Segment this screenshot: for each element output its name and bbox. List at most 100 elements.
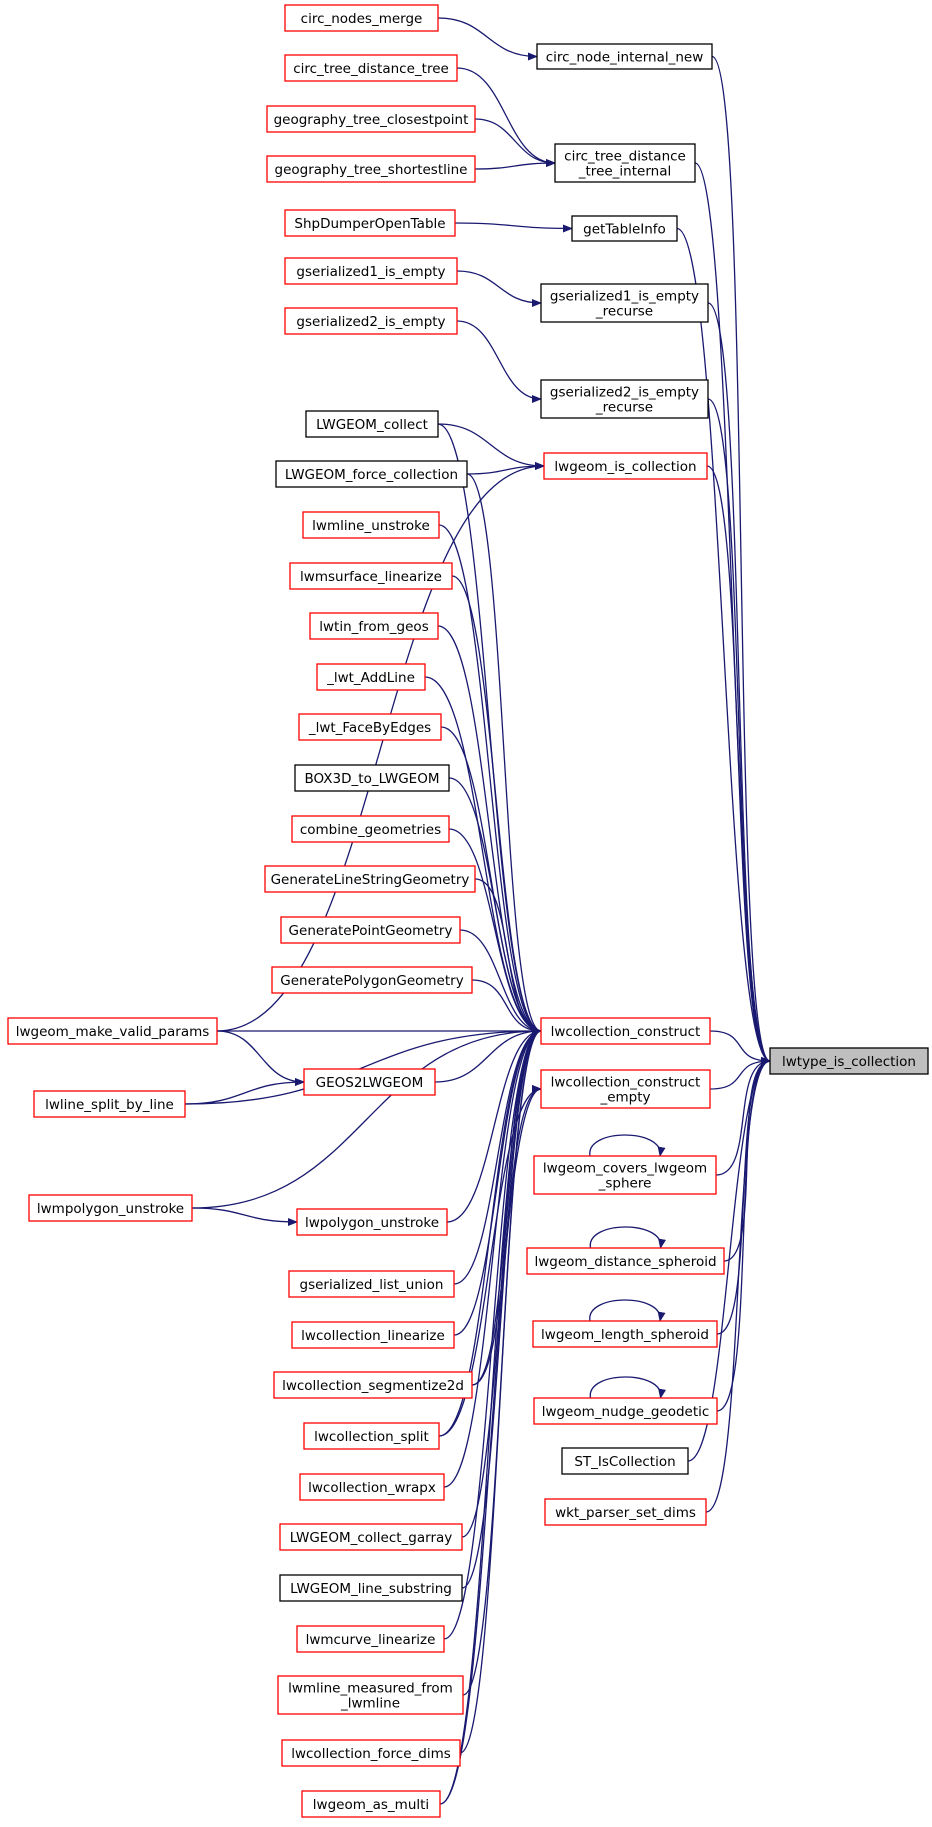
node-circ-nodes-merge[interactable]: circ_nodes_merge: [284, 4, 439, 32]
node-label: lwcollection_linearize: [301, 1328, 445, 1344]
node-lwgeom-is-collection[interactable]: lwgeom_is_collection: [543, 452, 708, 480]
node-wkt-parser-set-dims[interactable]: wkt_parser_set_dims: [544, 1498, 707, 1526]
node-label: GenerateLineStringGeometry: [271, 872, 470, 888]
node-gserialized1-is-empty[interactable]: gserialized1_is_empty: [284, 257, 458, 285]
node-shpdumperopentable[interactable]: ShpDumperOpenTable: [284, 209, 456, 237]
node-lwcollection-segmentize2d[interactable]: lwcollection_segmentize2d: [273, 1371, 473, 1399]
node-label: ST_IsCollection: [574, 1454, 675, 1470]
node-gserialized2-is-empty[interactable]: gserialized2_is_empty: [284, 307, 458, 335]
edge-GEOS2LWGEOM-to-lwcollection_construct: [434, 1027, 542, 1083]
node-lwgeom-line-substring[interactable]: LWGEOM_line_substring: [279, 1574, 463, 1602]
node-box: [571, 215, 678, 242]
edge-ShpDumperOpenTable-to-getTableInfo: [454, 222, 573, 233]
node-gserialized2-is-empty-recurse[interactable]: gserialized2_is_empty_recurse: [540, 379, 709, 419]
node-lwgeom-distance-spheroid[interactable]: lwgeom_distance_spheroid: [526, 1247, 725, 1275]
node-circ-tree-distance-tree-internal[interactable]: circ_tree_distance_tree_internal: [554, 143, 696, 183]
edge-lwcollection_split-to-lwcollection_construct: [438, 1027, 542, 1437]
node-lwt-facebyedges[interactable]: _lwt_FaceByEdges: [298, 713, 442, 741]
node-label: _lwmline: [340, 1696, 400, 1712]
node-gserialized1-is-empty-recurse[interactable]: gserialized1_is_empty_recurse: [540, 283, 709, 323]
node-box: [540, 283, 709, 323]
node-lwcollection-force-dims[interactable]: lwcollection_force_dims: [281, 1739, 461, 1767]
node-lwgeom-nudge-geodetic[interactable]: lwgeom_nudge_geodetic: [533, 1397, 718, 1425]
node-lwtin-from-geos[interactable]: lwtin_from_geos: [309, 612, 439, 640]
node-label: LWGEOM_force_collection: [285, 467, 458, 483]
node-box: [316, 663, 426, 691]
node-box: [271, 966, 473, 994]
node-label: LWGEOM_collect: [316, 417, 428, 433]
node-box3d-to-lwgeom[interactable]: BOX3D_to_LWGEOM: [294, 764, 450, 792]
node-circ-tree-distance-tree[interactable]: circ_tree_distance_tree: [284, 54, 458, 82]
node-st-iscollection[interactable]: ST_IsCollection: [561, 1447, 689, 1475]
node-lwgeom-force-collection[interactable]: LWGEOM_force_collection: [275, 460, 468, 488]
edge-gserialized1_is_empty-to-gserialized1_is_empty_recurse: [456, 270, 542, 307]
node-lwgeom-collect[interactable]: LWGEOM_collect: [305, 410, 439, 438]
node-box: [301, 1790, 441, 1818]
node-label: lwgeom_length_spheroid: [541, 1327, 709, 1343]
node-box: [294, 764, 450, 792]
node-lwcollection-construct[interactable]: lwcollection_construct: [540, 1017, 711, 1045]
edge-lwcollection_segmentize2d-to-lwcollection_construct: [471, 1027, 542, 1386]
edge-lwgeom_distance_spheroid-to-lwgeom_distance_spheroid: [589, 1226, 666, 1249]
node-lwmsurface-linearize[interactable]: lwmsurface_linearize: [289, 562, 453, 590]
edge-lwgeom_covers_lwgeom_sphere-to-lwgeom_covers_lwgeom_sphere: [589, 1134, 666, 1157]
node-geography-tree-shortestline[interactable]: geography_tree_shortestline: [266, 155, 476, 183]
node-generatepointgeometry[interactable]: GeneratePointGeometry: [280, 916, 461, 944]
node-lwgeom-as-multi[interactable]: lwgeom_as_multi: [301, 1790, 441, 1818]
node-lwpolygon-unstroke[interactable]: lwpolygon_unstroke: [296, 1208, 448, 1236]
node-lwcollection-construct-empty[interactable]: lwcollection_construct_empty: [540, 1069, 711, 1109]
node-box: [526, 1247, 725, 1275]
node-gettableinfo[interactable]: getTableInfo: [571, 215, 678, 242]
node-geos2lwgeom[interactable]: GEOS2LWGEOM: [303, 1068, 436, 1096]
node-box: [303, 1422, 440, 1450]
node-label: gserialized2_is_empty: [296, 314, 445, 330]
edge-lwgeom_covers_lwgeom_sphere-to-target: [715, 1057, 771, 1176]
node-box: [284, 4, 439, 32]
node-label: _recurse: [595, 400, 653, 416]
edge-lwcollection_wrapx-to-lwcollection_construct: [443, 1027, 542, 1488]
node-label: circ_tree_distance: [564, 149, 686, 165]
node-label: LWGEOM_collect_garray: [290, 1530, 453, 1546]
node-lwline-split-by-line[interactable]: lwline_split_by_line: [33, 1090, 186, 1118]
node-generatepolygongeometry[interactable]: GeneratePolygonGeometry: [271, 966, 473, 994]
node-label: _lwt_AddLine: [326, 670, 415, 686]
edge-getTableInfo-to-target: [676, 227, 771, 1065]
node-lwgeom-collect-garray[interactable]: LWGEOM_collect_garray: [279, 1523, 463, 1551]
node-combine-geometries[interactable]: combine_geometries: [291, 815, 450, 843]
edge-gserialized2_is_empty_recurse-to-target: [707, 398, 771, 1065]
node-box: [28, 1194, 193, 1222]
node-lwcollection-split[interactable]: lwcollection_split: [303, 1422, 440, 1450]
node-box: [540, 379, 709, 419]
node-lwmline-measured-from-lwmline[interactable]: lwmline_measured_from_lwmline: [277, 1675, 464, 1715]
node-lwgeom-make-valid-params[interactable]: lwgeom_make_valid_params: [7, 1017, 218, 1045]
node-label: GeneratePolygonGeometry: [280, 973, 463, 989]
node-lwmpolygon-unstroke[interactable]: lwmpolygon_unstroke: [28, 1194, 193, 1222]
node-circ-node-internal-new[interactable]: circ_node_internal_new: [536, 43, 713, 70]
node-lwmline-unstroke[interactable]: lwmline_unstroke: [302, 511, 440, 539]
node-lwgeom-covers-lwgeom-sphere[interactable]: lwgeom_covers_lwgeom_sphere: [533, 1155, 717, 1195]
node-lwcollection-linearize[interactable]: lwcollection_linearize: [291, 1321, 455, 1349]
node-box: [281, 1739, 461, 1767]
node-label: _sphere: [598, 1176, 652, 1192]
node-lwgeom-length-spheroid[interactable]: lwgeom_length_spheroid: [532, 1320, 718, 1348]
node-label: ShpDumperOpenTable: [294, 216, 445, 232]
edge-gserialized_list_union-to-lwcollection_construct: [453, 1027, 542, 1285]
node-box: [533, 1155, 717, 1195]
node-box: [289, 562, 453, 590]
node-box: [298, 713, 442, 741]
node-geography-tree-closestpoint[interactable]: geography_tree_closestpoint: [266, 105, 476, 133]
node-box: [284, 209, 456, 237]
node-label: GEOS2LWGEOM: [316, 1075, 424, 1091]
edge-LWGEOM_collect-to-lwgeom_is_collection: [437, 423, 545, 470]
node-gserialized-list-union[interactable]: gserialized_list_union: [288, 1270, 455, 1298]
edge-GenerateLineStringGeometry-to-lwcollection_construct: [474, 878, 542, 1035]
node-lwmcurve-linearize[interactable]: lwmcurve_linearize: [296, 1625, 445, 1653]
node-lwcollection-wrapx[interactable]: lwcollection_wrapx: [299, 1473, 445, 1501]
edge-circ_tree_distance_tree-to-circ_tree_distance_tree_internal: [456, 67, 556, 167]
node-generatelinestringgeometry[interactable]: GenerateLineStringGeometry: [264, 865, 476, 893]
node-target[interactable]: lwtype_is_collection: [769, 1047, 929, 1075]
node-lwt-addline[interactable]: _lwt_AddLine: [316, 663, 426, 691]
edge-GeneratePolygonGeometry-to-lwcollection_construct: [471, 979, 542, 1035]
node-box: [7, 1017, 218, 1045]
